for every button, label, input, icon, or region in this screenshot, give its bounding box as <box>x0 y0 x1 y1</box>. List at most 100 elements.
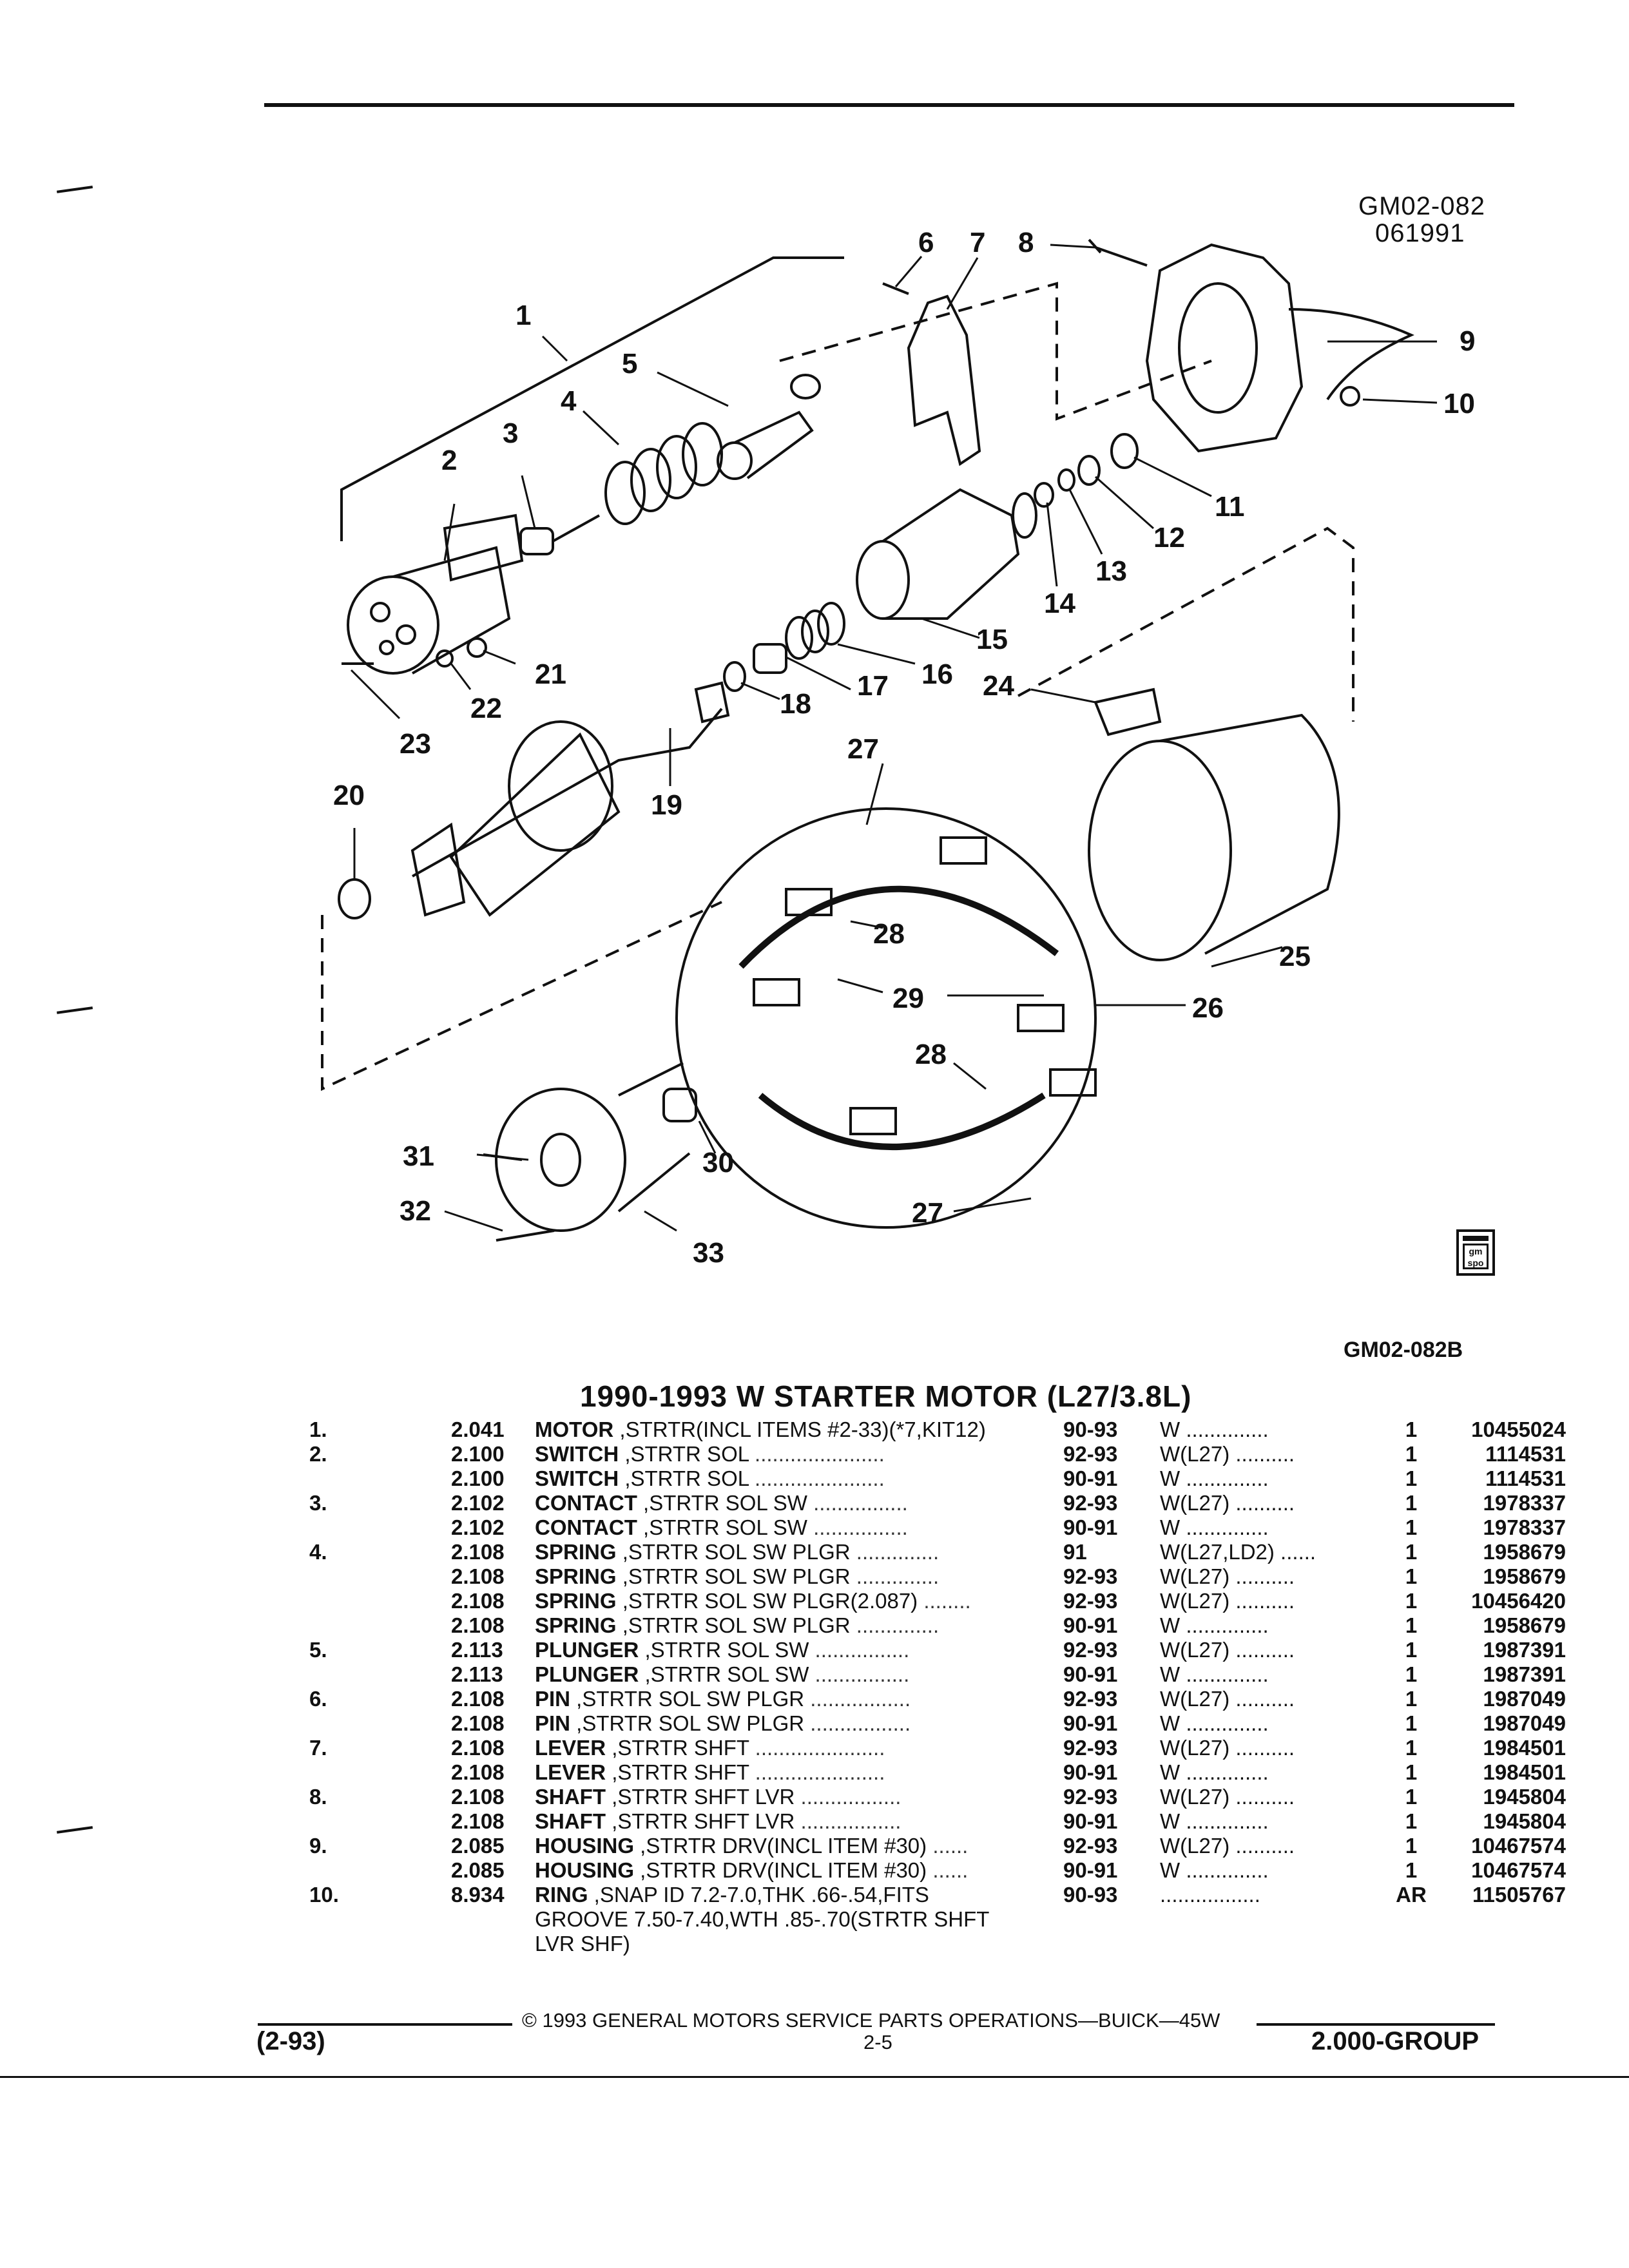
parts-years: 92-93 <box>1063 1834 1118 1858</box>
parts-description: SPRING ,STRTR SOL SW PLGR(2.087) .......… <box>535 1589 1063 1613</box>
drive-spring <box>785 602 845 660</box>
parts-description: SHAFT ,STRTR SHFT LVR ................. <box>535 1785 1063 1809</box>
part-name: SPRING <box>535 1589 617 1613</box>
alignment-line-lower <box>321 901 722 1091</box>
parts-description: SPRING ,STRTR SOL SW PLGR .............. <box>535 1540 1063 1564</box>
callout-23: 23 <box>400 728 431 760</box>
parts-model: W(L27) .......... <box>1160 1638 1295 1662</box>
parts-item-number: 4. <box>309 1540 327 1564</box>
parts-item-number <box>309 1613 367 1638</box>
parts-years: 90-91 <box>1063 1466 1118 1490</box>
solenoid-spring <box>604 422 723 525</box>
screw <box>436 649 454 668</box>
part-name: SHAFT <box>535 1809 606 1833</box>
parts-part-number: 1987049 <box>1483 1687 1566 1711</box>
parts-years: 92-93 <box>1063 1785 1118 1809</box>
parts-quantity: 1 <box>1405 1760 1418 1784</box>
callout-14: 14 <box>1044 588 1075 619</box>
leader-dots: ................ <box>807 1491 908 1515</box>
parts-model: W(L27) .......... <box>1160 1564 1295 1588</box>
parts-part-number: 1987391 <box>1483 1638 1566 1662</box>
parts-part-number: 10467574 <box>1471 1858 1566 1882</box>
margin-mark <box>56 1826 93 1834</box>
callout-11: 11 <box>1215 491 1245 523</box>
callout-28-lower: 28 <box>915 1039 947 1070</box>
leader-dots: ................. <box>795 1785 901 1809</box>
washer <box>1034 482 1054 508</box>
parts-part-number: 10455024 <box>1471 1418 1566 1441</box>
parts-model: W(L27,LD2) ...... <box>1160 1540 1316 1564</box>
parts-item-number <box>309 1662 367 1687</box>
parts-item-number: 6. <box>309 1687 327 1711</box>
figure-ref-top-line2: 061991 <box>1375 219 1465 247</box>
figure-ref-top-line1: GM02-082 <box>1358 192 1485 220</box>
parts-model: W .............. <box>1160 1711 1269 1735</box>
parts-description: LEVER ,STRTR SHFT ...................... <box>535 1760 1063 1785</box>
part-name: SPRING <box>535 1540 617 1564</box>
parts-years: 91 <box>1063 1540 1087 1564</box>
parts-item-number <box>309 1858 367 1883</box>
screw <box>467 637 487 658</box>
end-frame-bushing <box>662 1088 697 1122</box>
washer <box>1057 468 1075 492</box>
parts-model: W(L27) .......... <box>1160 1785 1295 1809</box>
footer-date-code: (2-93) <box>256 2027 325 2055</box>
brush-holder-detail-circle <box>675 807 1097 1229</box>
part-name: SHAFT <box>535 1785 606 1809</box>
parts-years: 90-91 <box>1063 1760 1118 1784</box>
snap-ring <box>1340 386 1360 407</box>
parts-quantity: 1 <box>1405 1613 1418 1637</box>
part-name: LEVER <box>535 1760 606 1784</box>
parts-years: 90-91 <box>1063 1613 1118 1637</box>
parts-quantity: AR <box>1396 1883 1427 1907</box>
leader-dots: ................ <box>809 1638 910 1662</box>
part-name: RING <box>535 1883 588 1907</box>
shift-lever <box>907 294 981 466</box>
parts-years: 90-91 <box>1063 1711 1118 1735</box>
field-frame <box>1088 713 1340 961</box>
parts-quantity: 1 <box>1405 1736 1418 1760</box>
gm-spo-logo-text: gm spo <box>1463 1244 1489 1269</box>
parts-list-title: 1990-1993 W STARTER MOTOR (L27/3.8L) <box>580 1379 1192 1413</box>
parts-years: 90-91 <box>1063 1858 1118 1882</box>
part-detail: ,STRTR SOL SW <box>639 1662 809 1686</box>
parts-item-number <box>309 1466 367 1491</box>
callout-3: 3 <box>503 418 519 449</box>
parts-part-number: 1984501 <box>1483 1736 1566 1760</box>
parts-group-code: 2.100 <box>451 1442 505 1466</box>
top-rule <box>264 103 1514 107</box>
parts-item-number: 1. <box>309 1418 327 1441</box>
part-detail: ,STRTR SOL <box>619 1442 749 1466</box>
callout-15: 15 <box>976 624 1008 655</box>
parts-years: 92-93 <box>1063 1564 1118 1588</box>
alignment-line-upper <box>779 282 1212 421</box>
parts-quantity: 1 <box>1405 1858 1418 1882</box>
callout-22: 22 <box>470 693 502 724</box>
callout-16: 16 <box>921 658 953 690</box>
washer <box>1077 455 1101 486</box>
callout-9: 9 <box>1460 325 1476 357</box>
leader-dots: ................ <box>809 1662 910 1686</box>
callout-5: 5 <box>622 348 638 380</box>
alignment-line-right <box>1017 526 1354 722</box>
part-name: PIN <box>535 1711 571 1735</box>
parts-item-number <box>309 1515 367 1540</box>
parts-part-number: 1987049 <box>1483 1711 1566 1735</box>
parts-model: W(L27) .......... <box>1160 1834 1295 1858</box>
parts-group-code: 2.085 <box>451 1858 505 1882</box>
parts-model: W(L27) .......... <box>1160 1736 1295 1760</box>
callout-32: 32 <box>400 1195 431 1227</box>
part-detail: ,STRTR SOL SW <box>639 1638 809 1662</box>
gm-spo-logo: gm spo <box>1456 1229 1495 1276</box>
parts-item-number: 3. <box>309 1491 327 1515</box>
parts-part-number: 1987391 <box>1483 1662 1566 1686</box>
part-detail: ,STRTR SOL <box>619 1466 749 1490</box>
